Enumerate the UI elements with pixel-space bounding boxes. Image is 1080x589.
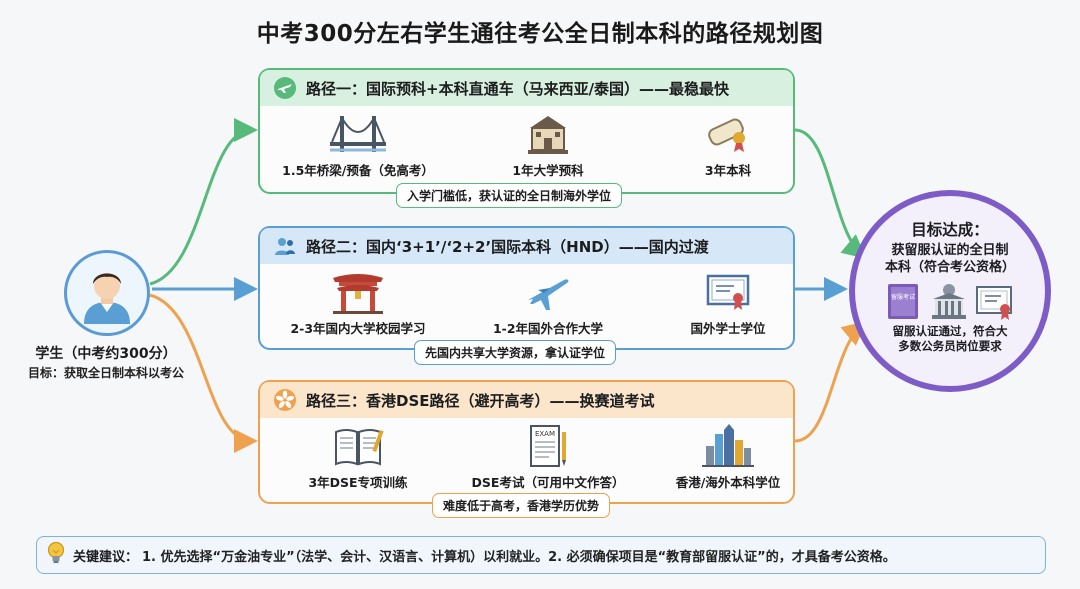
route-3-step-2-label: DSE考试（可用中文作答） xyxy=(471,475,625,490)
route-1-step-3-label: 3年本科 xyxy=(704,163,752,178)
route-3-box: 路径三：香港DSE路径（避开高考）——换赛道考试 3年DSE专项训练 EXAM … xyxy=(258,380,795,504)
route-3-step-3: 香港/海外本科学位 xyxy=(638,422,818,491)
chinese-gate-icon xyxy=(268,268,448,314)
connector-student-route1 xyxy=(149,118,258,286)
route-1-note: 入学门槛低，获认证的全日制海外学位 xyxy=(396,183,623,208)
lightbulb-icon xyxy=(45,541,67,569)
diploma-scroll-icon xyxy=(638,110,818,156)
route-3-header: 路径三：香港DSE路径（避开高考）——换赛道考试 xyxy=(260,382,793,418)
student-name: 学生（中考约300分） xyxy=(35,346,177,362)
university-building-icon xyxy=(458,110,638,156)
goal-icons: 留服考试 xyxy=(855,281,1045,321)
route-2-step-1-label: 2-3年国内大学校园学习 xyxy=(290,321,426,336)
route-1-step-2-label: 1年大学预科 xyxy=(512,163,584,178)
people-icon xyxy=(272,233,298,259)
route-1-title: 路径一：国际预科+本科直通车（马来西亚/泰国）——最稳最快 xyxy=(306,79,730,98)
route-2-step-3: 国外学士学位 xyxy=(638,268,818,337)
government-building-icon xyxy=(932,284,966,319)
goal-note: 留服认证通过，符合大 多数公务员岗位要求 xyxy=(855,324,1045,354)
route-2-title: 路径二：国内‘3+1’/‘2+2’国际本科（HND）——国内过渡 xyxy=(306,237,709,256)
key-advice-label: 关键建议： xyxy=(73,549,139,565)
bauhinia-icon xyxy=(272,387,298,413)
route-1-step-1: 1.5年桥梁/预备（免高考） xyxy=(268,110,448,179)
airplane-icon xyxy=(272,75,298,101)
student-avatar xyxy=(64,250,150,336)
route-3-title: 路径三：香港DSE路径（避开高考）——换赛道考试 xyxy=(306,391,655,410)
route-3-step-1: 3年DSE专项训练 xyxy=(268,422,448,491)
airplane-icon xyxy=(458,268,638,314)
route-1-step-1-label: 1.5年桥梁/预备（免高考） xyxy=(282,163,434,178)
open-book-icon xyxy=(268,422,448,468)
route-3-step-1-label: 3年DSE专项训练 xyxy=(308,475,408,490)
page-title: 中考300分左右学生通往考公全日制本科的路径规划图 xyxy=(256,21,824,47)
exam-book-icon: 留服考试 xyxy=(888,284,918,319)
certificate-icon xyxy=(976,286,1012,320)
goal-note-line-1: 留服认证通过，符合大 xyxy=(892,324,1008,338)
key-advice-bar: 关键建议： 1. 优先选择“万金油专业”（法学、会计、汉语言、计算机）以利就业。… xyxy=(36,536,1046,574)
key-advice-text: 1. 优先选择“万金油专业”（法学、会计、汉语言、计算机）以利就业。2. 必须确… xyxy=(142,549,896,565)
skyline-icon xyxy=(638,422,818,468)
student-goal: 目标：获取全日制本科以考公 xyxy=(27,366,184,380)
route-3-step-3-label: 香港/海外本科学位 xyxy=(675,475,781,490)
route-3-note: 难度低于高考，香港学历优势 xyxy=(432,493,611,518)
goal-line-1: 获留服认证的全日制 xyxy=(891,243,1009,258)
connector-student-route3 xyxy=(149,293,258,453)
route-2-step-2-label: 1-2年国外合作大学 xyxy=(492,321,604,336)
goal-note-line-2: 多数公务员岗位要求 xyxy=(898,339,1002,353)
route-2-note: 先国内共享大学资源，拿认证学位 xyxy=(414,340,617,365)
connector-route1-goal xyxy=(794,128,867,259)
exam-book-label: 留服考试 xyxy=(891,293,915,301)
route-2-step-1: 2-3年国内大学校园学习 xyxy=(268,268,448,337)
bridge-icon xyxy=(268,110,448,156)
goal-title: 目标达成： xyxy=(911,221,989,239)
goal-line-2: 本科（符合考公资格） xyxy=(884,260,1015,275)
goal-circle: 目标达成： 获留服认证的全日制 本科（符合考公资格） 留服考试 留服认证通过，符… xyxy=(849,190,1051,392)
route-1-step-3: 3年本科 xyxy=(638,110,818,179)
exam-paper-icon: EXAM xyxy=(458,422,638,468)
route-2-step-2: 1-2年国外合作大学 xyxy=(458,268,638,337)
route-3-step-2: EXAM DSE考试（可用中文作答） xyxy=(458,422,638,491)
student-icon xyxy=(84,273,130,324)
route-1-box: 路径一：国际预科+本科直通车（马来西亚/泰国）——最稳最快 1.5年桥梁/预备（… xyxy=(258,68,795,194)
svg-text:EXAM: EXAM xyxy=(535,430,555,438)
route-2-step-3-label: 国外学士学位 xyxy=(690,321,766,336)
goal-description: 获留服认证的全日制 本科（符合考公资格） xyxy=(855,242,1045,276)
route-2-box: 路径二：国内‘3+1’/‘2+2’国际本科（HND）——国内过渡 2-3年国内大… xyxy=(258,226,795,350)
route-1-step-2: 1年大学预科 xyxy=(458,110,638,179)
route-1-header: 路径一：国际预科+本科直通车（马来西亚/泰国）——最稳最快 xyxy=(260,70,793,106)
certificate-icon xyxy=(638,268,818,314)
connector-route3-goal xyxy=(794,321,867,443)
route-2-header: 路径二：国内‘3+1’/‘2+2’国际本科（HND）——国内过渡 xyxy=(260,228,793,264)
